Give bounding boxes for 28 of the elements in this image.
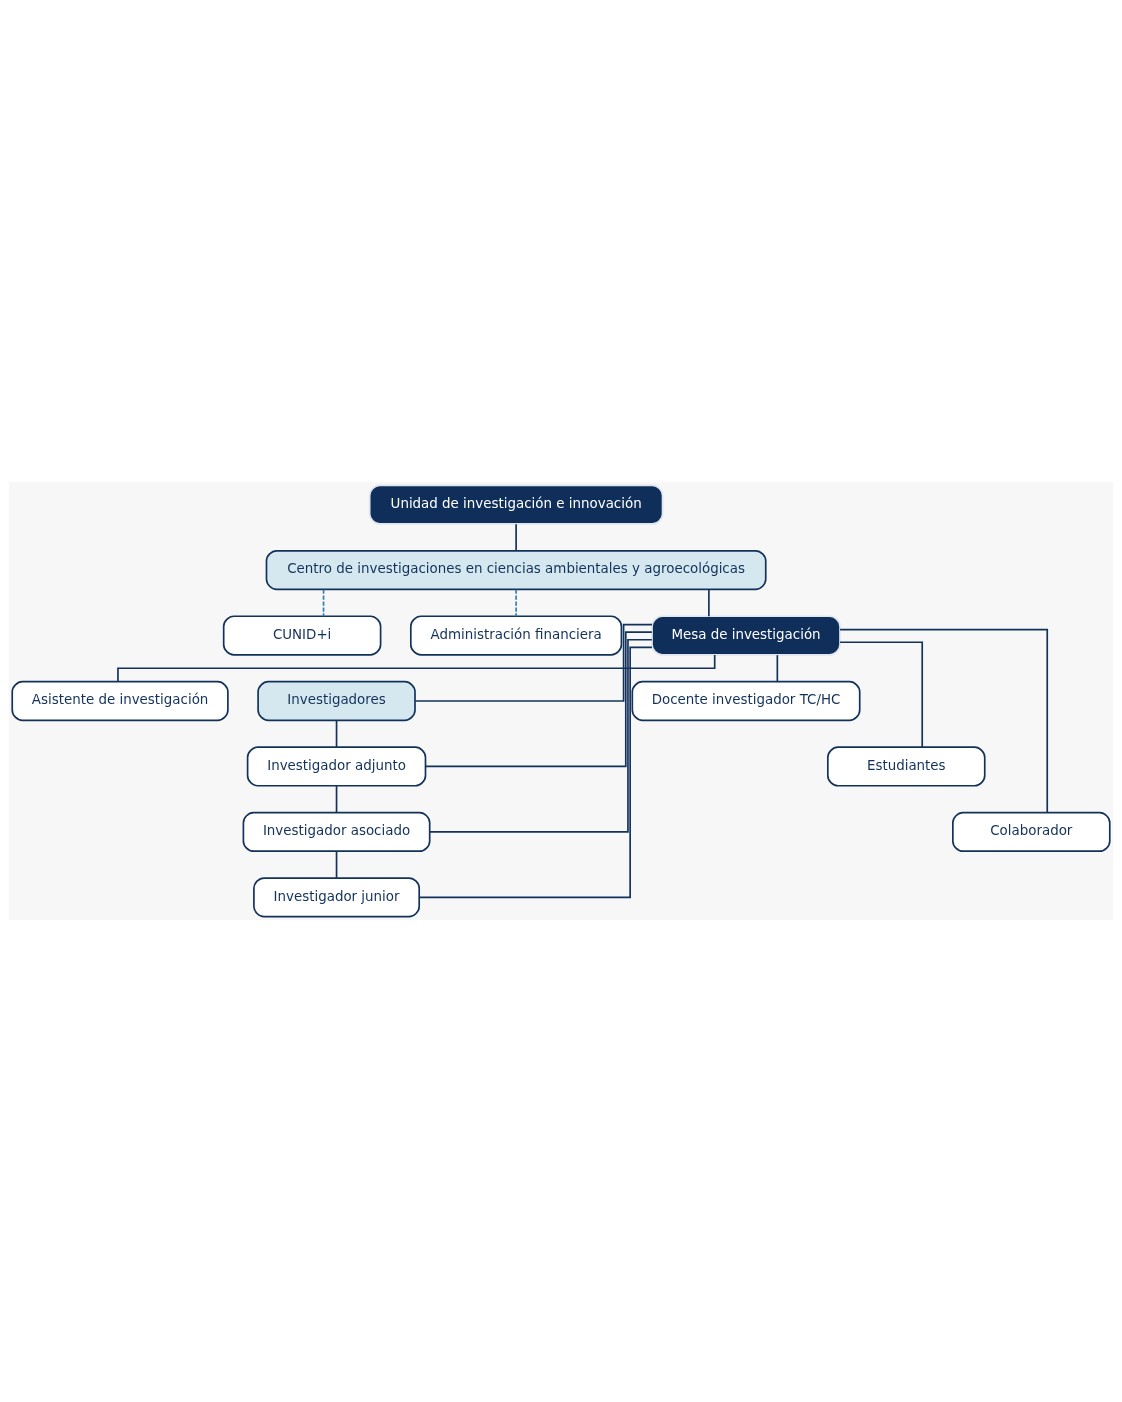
node-box: Investigador junior [253,877,421,918]
connector [839,641,924,748]
connector [335,719,338,748]
connector [515,523,517,552]
node-box: Administración financiera [409,615,623,656]
connector [414,623,653,702]
connector [322,588,325,617]
node-box: CUNID+i [222,615,382,656]
node-box: Unidad de investigación e innovación [368,484,664,525]
connector [708,588,710,617]
connector [418,646,653,899]
node-box: Investigador adjunto [246,746,427,787]
connector [335,850,338,879]
connector [117,654,716,683]
node-box: Centro de investigaciones en ciencias ambientales y agroecológicas [265,549,767,591]
node-box: Colaborador [952,811,1111,853]
node-box: Investigadores [257,680,416,722]
node-box: Estudiantes [827,746,986,787]
connector [335,785,338,814]
connector [776,654,779,683]
connector [429,638,653,833]
connector [839,628,1049,814]
node-box: Docente investigador TC/HC [631,680,861,722]
node-box: Asistente de investigación [11,680,229,722]
node-box: Mesa de investigación [651,615,841,656]
node-box: Investigador asociado [242,811,431,853]
connector [515,588,517,617]
connector [424,631,653,768]
